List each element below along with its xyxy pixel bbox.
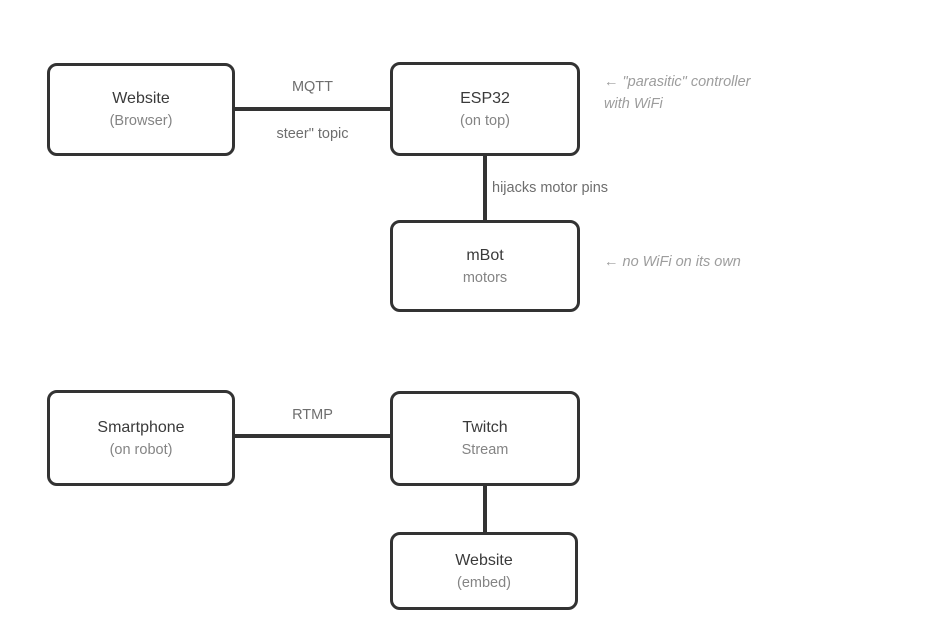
node-mbot: mBot motors [390,220,580,312]
node-title: Twitch [462,419,508,436]
edge-label-hijacks-motor-pins: hijacks motor pins [492,180,609,196]
annotation-parasitic-controller: ← "parasitic" controller with WiFi [604,74,751,112]
node-website-browser: Website (Browser) [47,63,235,156]
annotation-no-wifi: ← no WiFi on its own [604,254,741,270]
edge-label-steer-topic: steer" topic [276,126,349,142]
node-subtitle: (Browser) [109,113,173,129]
edge-twitch-to-website-embed [483,486,487,532]
node-subtitle: (on top) [460,112,510,129]
edge-website-to-esp32 [235,107,390,111]
node-smartphone: Smartphone (on robot) [47,390,235,486]
node-twitch: Twitch Stream [390,391,580,486]
node-title: Website [455,551,513,569]
node-website-embed: Website (embed) [390,532,578,610]
edge-smartphone-to-twitch [235,434,390,438]
node-esp32: ESP32 (on top) [390,62,580,156]
node-title: mBot [466,246,504,264]
node-subtitle: (embed) [457,574,511,591]
node-subtitle: motors [462,269,508,286]
node-title: Smartphone [97,418,185,436]
edge-label-rtmp: RTMP [292,407,333,423]
edge-esp32-to-mbot [483,156,487,220]
node-subtitle: Stream [461,442,509,458]
node-subtitle: (on robot) [109,441,173,458]
node-title: ESP32 [460,89,510,107]
node-title: Website [112,90,170,107]
edge-label-mqtt: MQTT [291,79,334,95]
